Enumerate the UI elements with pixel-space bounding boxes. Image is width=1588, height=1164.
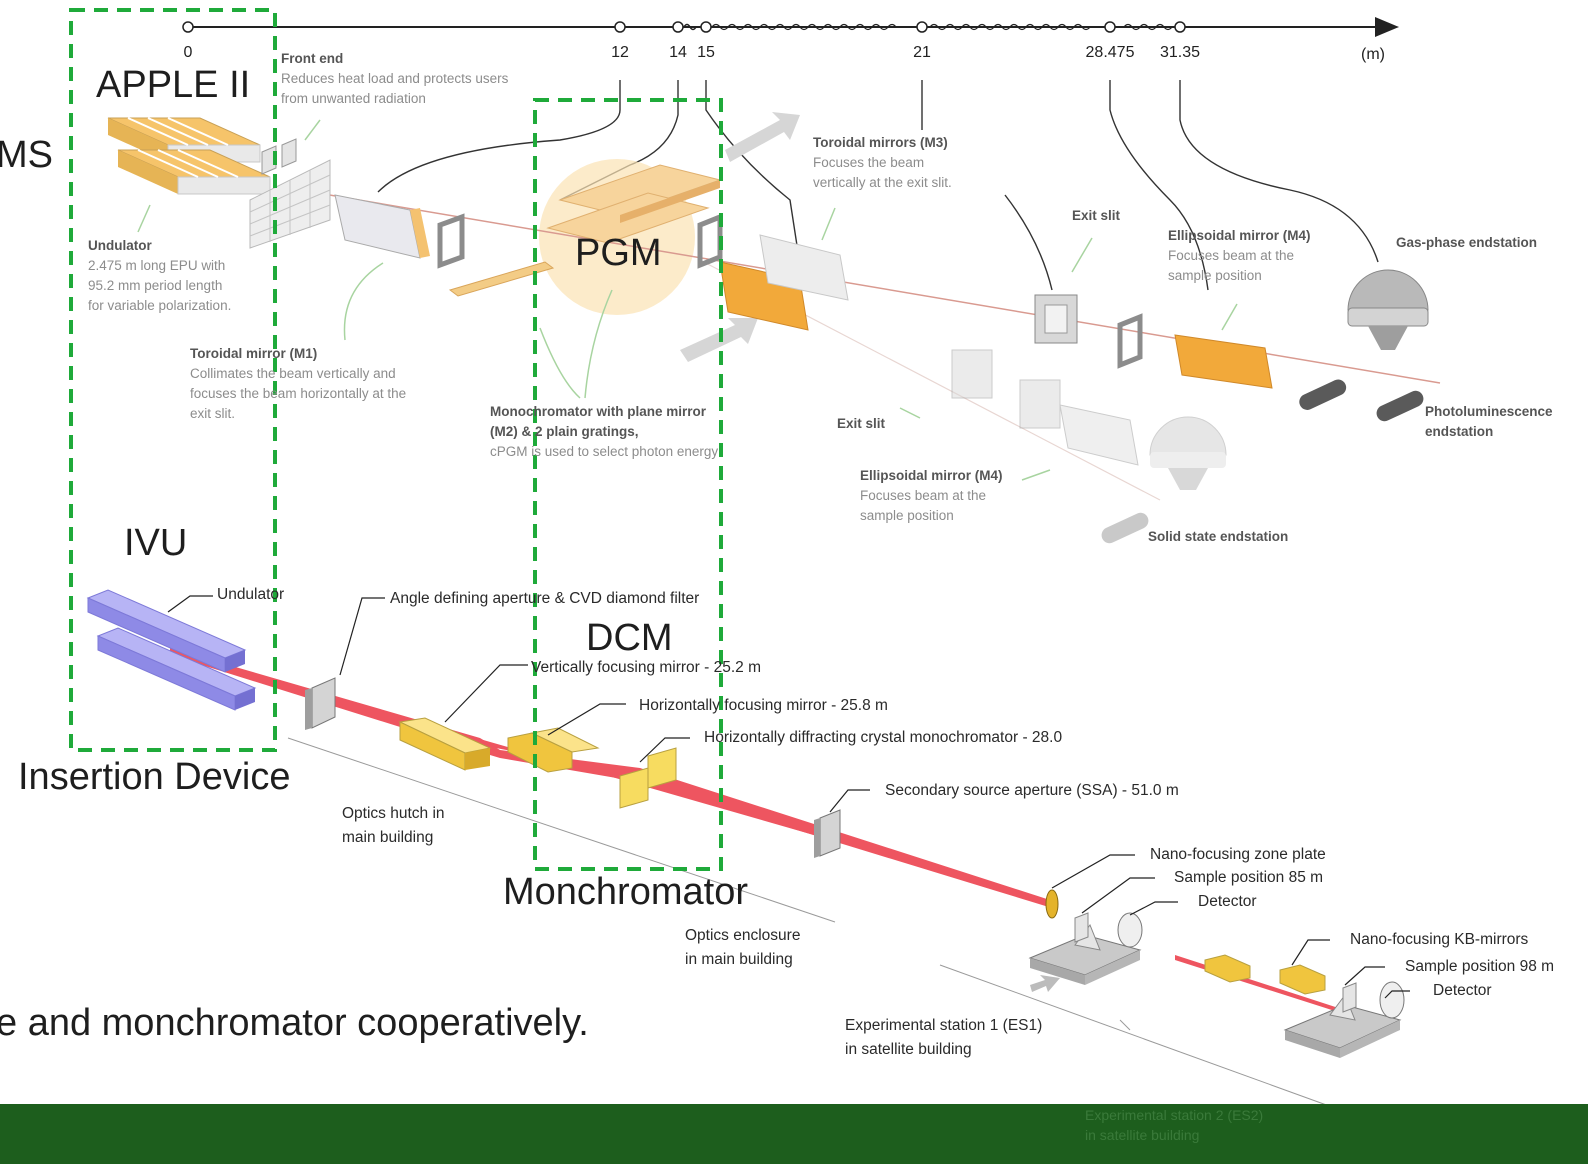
tick-28-475: 28.475 [1085,44,1135,61]
kb-mirrors-label: Nano-focusing KB-mirrors [1350,931,1529,948]
optics-enclosure-label: Optics enclosure in main building [685,927,801,968]
vfm-label: Vertically focusing mirror - 25.2 m [531,659,761,676]
solid-state-label: Solid state endstation [1148,529,1289,544]
photoluminescence-label: Photoluminescence endstation [1425,404,1553,439]
es1-station [1028,889,1143,992]
monochromator-title: Monchromator [503,871,748,913]
axis-unit: (m) [1361,46,1385,63]
exit-slit-upper-label: Exit slit [1072,208,1121,223]
hdcm-label: Horizontally diffracting crystal monochr… [704,729,1063,746]
tick-0: 0 [183,44,193,61]
bottom-undulator-label: Undulator [217,586,285,603]
m4-upper-label: Ellipsoidal mirror (M4) Focuses beam at … [1168,228,1311,283]
apple-undulator [107,117,271,195]
pgm-gratings [546,164,722,244]
cut-left-text: MS [0,134,53,176]
solid-state-endstation [1101,416,1227,544]
exit-slit-upper [1034,294,1078,344]
ivu-title: IVU [124,522,188,564]
ivu-undulator [86,589,257,711]
top-beamline [107,112,1441,544]
tick-21: 21 [913,44,931,61]
bottom-beamline [86,589,1410,1129]
detector-1-label: Detector [1198,893,1257,910]
es1-label: Experimental station 1 (ES1) in satellit… [845,1017,1043,1058]
detector-2-label: Detector [1433,982,1492,999]
sample-85-label: Sample position 85 m [1174,869,1324,886]
ssa-label: Secondary source aperture (SSA) - 51.0 m [885,782,1179,799]
axis-leaders [377,80,1379,291]
pgm-title: PGM [575,232,662,274]
footer-bar [0,1104,1588,1164]
m3-label: Toroidal mirrors (M3) Focuses the beam v… [813,135,952,190]
highlight-boxes [69,8,723,871]
front-end-wall [249,159,331,249]
tick-15: 15 [697,44,715,61]
apple-ii-title: APPLE II [96,64,251,106]
monochromator-box [533,98,723,871]
front-end-label: Front end Reduces heat load and protects… [281,51,509,106]
hfm-label: Horizontally focusing mirror - 25.8 m [639,697,888,714]
insertion-device-box [69,8,277,752]
bottom-caption: e and monchromator cooperatively. [0,1002,589,1044]
m1-label: Toroidal mirror (M1) Collimates the beam… [190,346,407,421]
exit-slit-lower-label: Exit slit [837,416,886,431]
tick-31-35: 31.35 [1159,44,1201,61]
tick-12: 12 [611,44,629,61]
sample-98-label: Sample position 98 m [1405,958,1555,975]
aperture-label: Angle defining aperture & CVD diamond fi… [390,590,700,607]
optics-hutch-label: Optics hutch in main building [342,805,445,846]
insertion-device-title: Insertion Device [18,756,291,798]
m4-lower-label: Ellipsoidal mirror (M4) Focuses beam at … [860,468,1003,523]
es2-label: Experimental station 2 (ES2) in satellit… [1085,1107,1264,1143]
zone-plate-label: Nano-focusing zone plate [1150,846,1326,863]
distance-axis [182,17,1399,37]
gas-phase-label: Gas-phase endstation [1396,235,1538,250]
top-undulator-label: Undulator 2.475 m long EPU with 95.2 mm … [88,238,232,313]
monochromator-desc-label: Monochromator with plane mirror (M2) & 2… [490,404,719,459]
dcm-title: DCM [586,617,673,659]
tick-14: 14 [669,44,687,61]
gas-phase-endstation [1299,269,1429,422]
